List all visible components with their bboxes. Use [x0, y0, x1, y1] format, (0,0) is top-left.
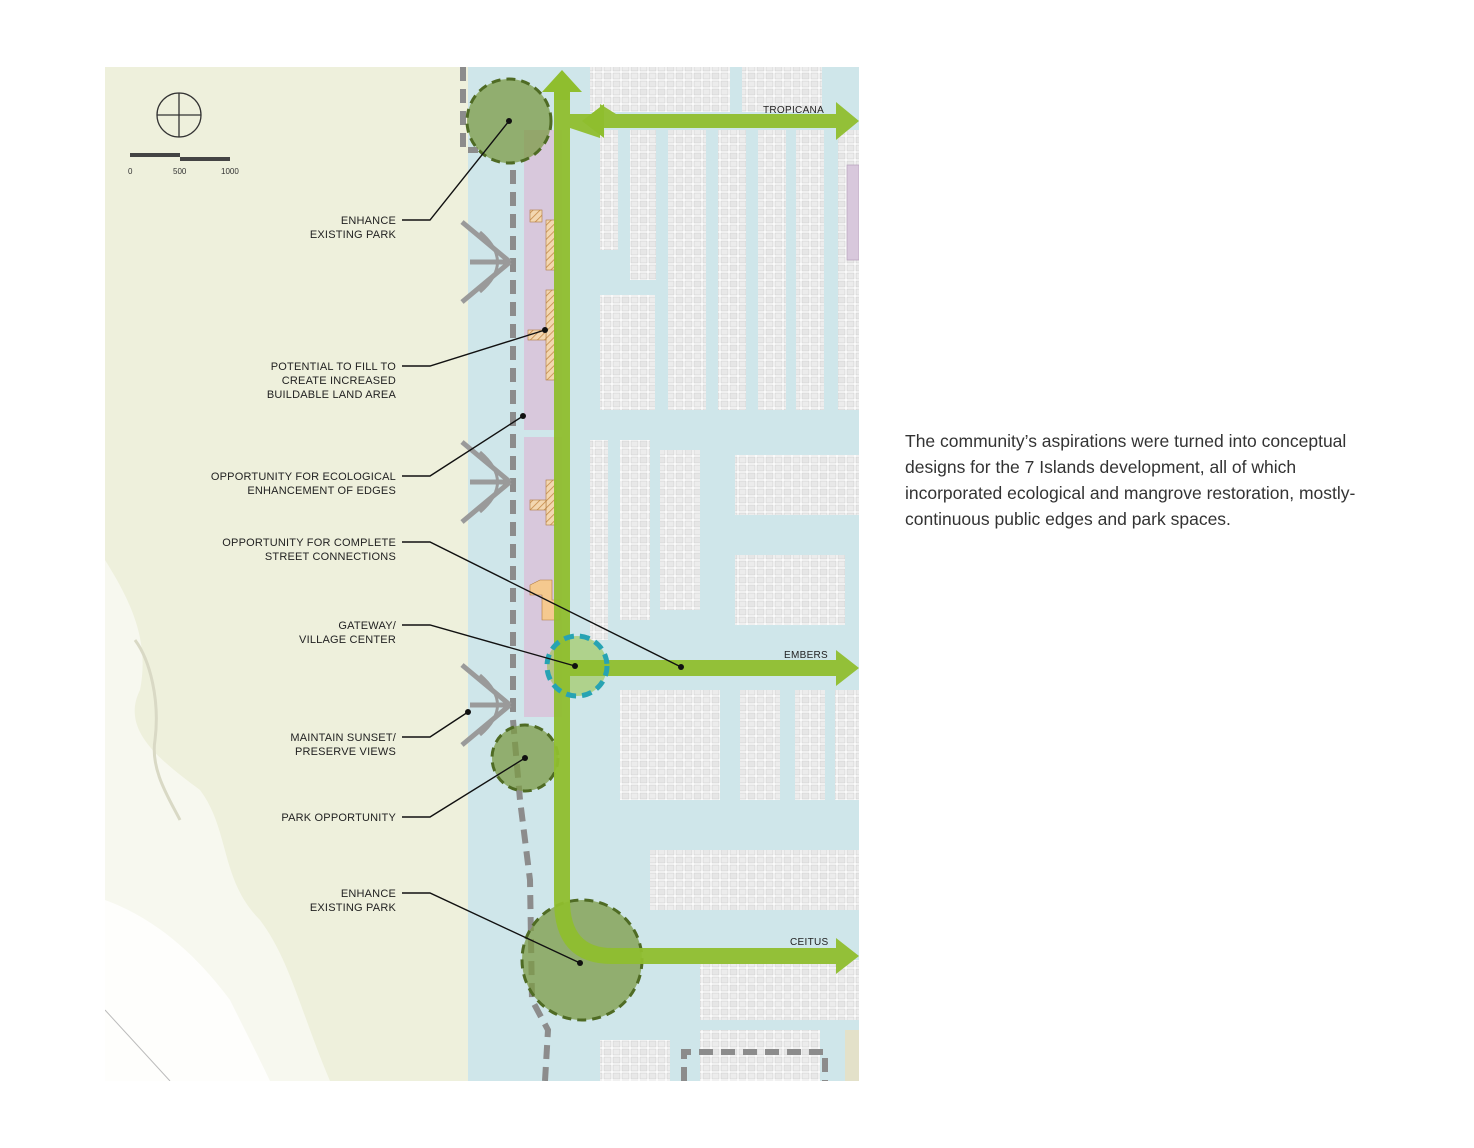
street-label-bottom: CEITUS: [790, 937, 828, 948]
label-potential-fill-2: CREATE INCREASED: [282, 375, 396, 387]
leader-lines: [402, 120, 682, 964]
scale-bar: 0 500 1000: [128, 153, 239, 176]
label-ecological-1: OPPORTUNITY FOR ECOLOGICAL: [211, 471, 396, 483]
scale-tick-0: 0: [128, 167, 133, 176]
label-park-opportunity: PARK OPPORTUNITY: [281, 812, 396, 824]
residential-blocks: [590, 67, 859, 1081]
caption-text: The community’s aspirations were turned …: [905, 431, 1356, 529]
label-potential-fill-3: BUILDABLE LAND AREA: [267, 389, 397, 401]
label-potential-fill-1: POTENTIAL TO FILL TO: [271, 361, 396, 373]
leader-dots: [465, 118, 684, 966]
label-complete-street-1: OPPORTUNITY FOR COMPLETE: [222, 537, 396, 549]
view-markers: [460, 220, 512, 747]
label-enhance-park-top-2: EXISTING PARK: [310, 229, 397, 241]
label-enhance-park-top-1: ENHANCE: [341, 215, 396, 227]
label-enhance-park-bottom-1: ENHANCE: [341, 888, 396, 900]
label-sunset-2: PRESERVE VIEWS: [295, 746, 396, 758]
label-complete-street-2: STREET CONNECTIONS: [265, 551, 396, 563]
green-route: [542, 70, 859, 974]
label-enhance-park-bottom-2: EXISTING PARK: [310, 902, 397, 914]
label-ecological-2: ENHANCEMENT OF EDGES: [247, 485, 396, 497]
street-label-top: TROPICANA: [763, 105, 824, 116]
street-label-middle: EMBERS: [784, 650, 828, 661]
label-gateway-1: GATEWAY/: [338, 620, 396, 632]
annotation-labels: ENHANCE EXISTING PARK POTENTIAL TO FILL …: [211, 215, 397, 914]
label-sunset-1: MAINTAIN SUNSET/: [290, 732, 396, 744]
scale-tick-1000: 1000: [221, 167, 239, 176]
project-boundary: [460, 67, 552, 1081]
north-arrow-icon: [156, 92, 202, 138]
label-gateway-2: VILLAGE CENTER: [299, 634, 396, 646]
scale-tick-500: 500: [173, 167, 187, 176]
